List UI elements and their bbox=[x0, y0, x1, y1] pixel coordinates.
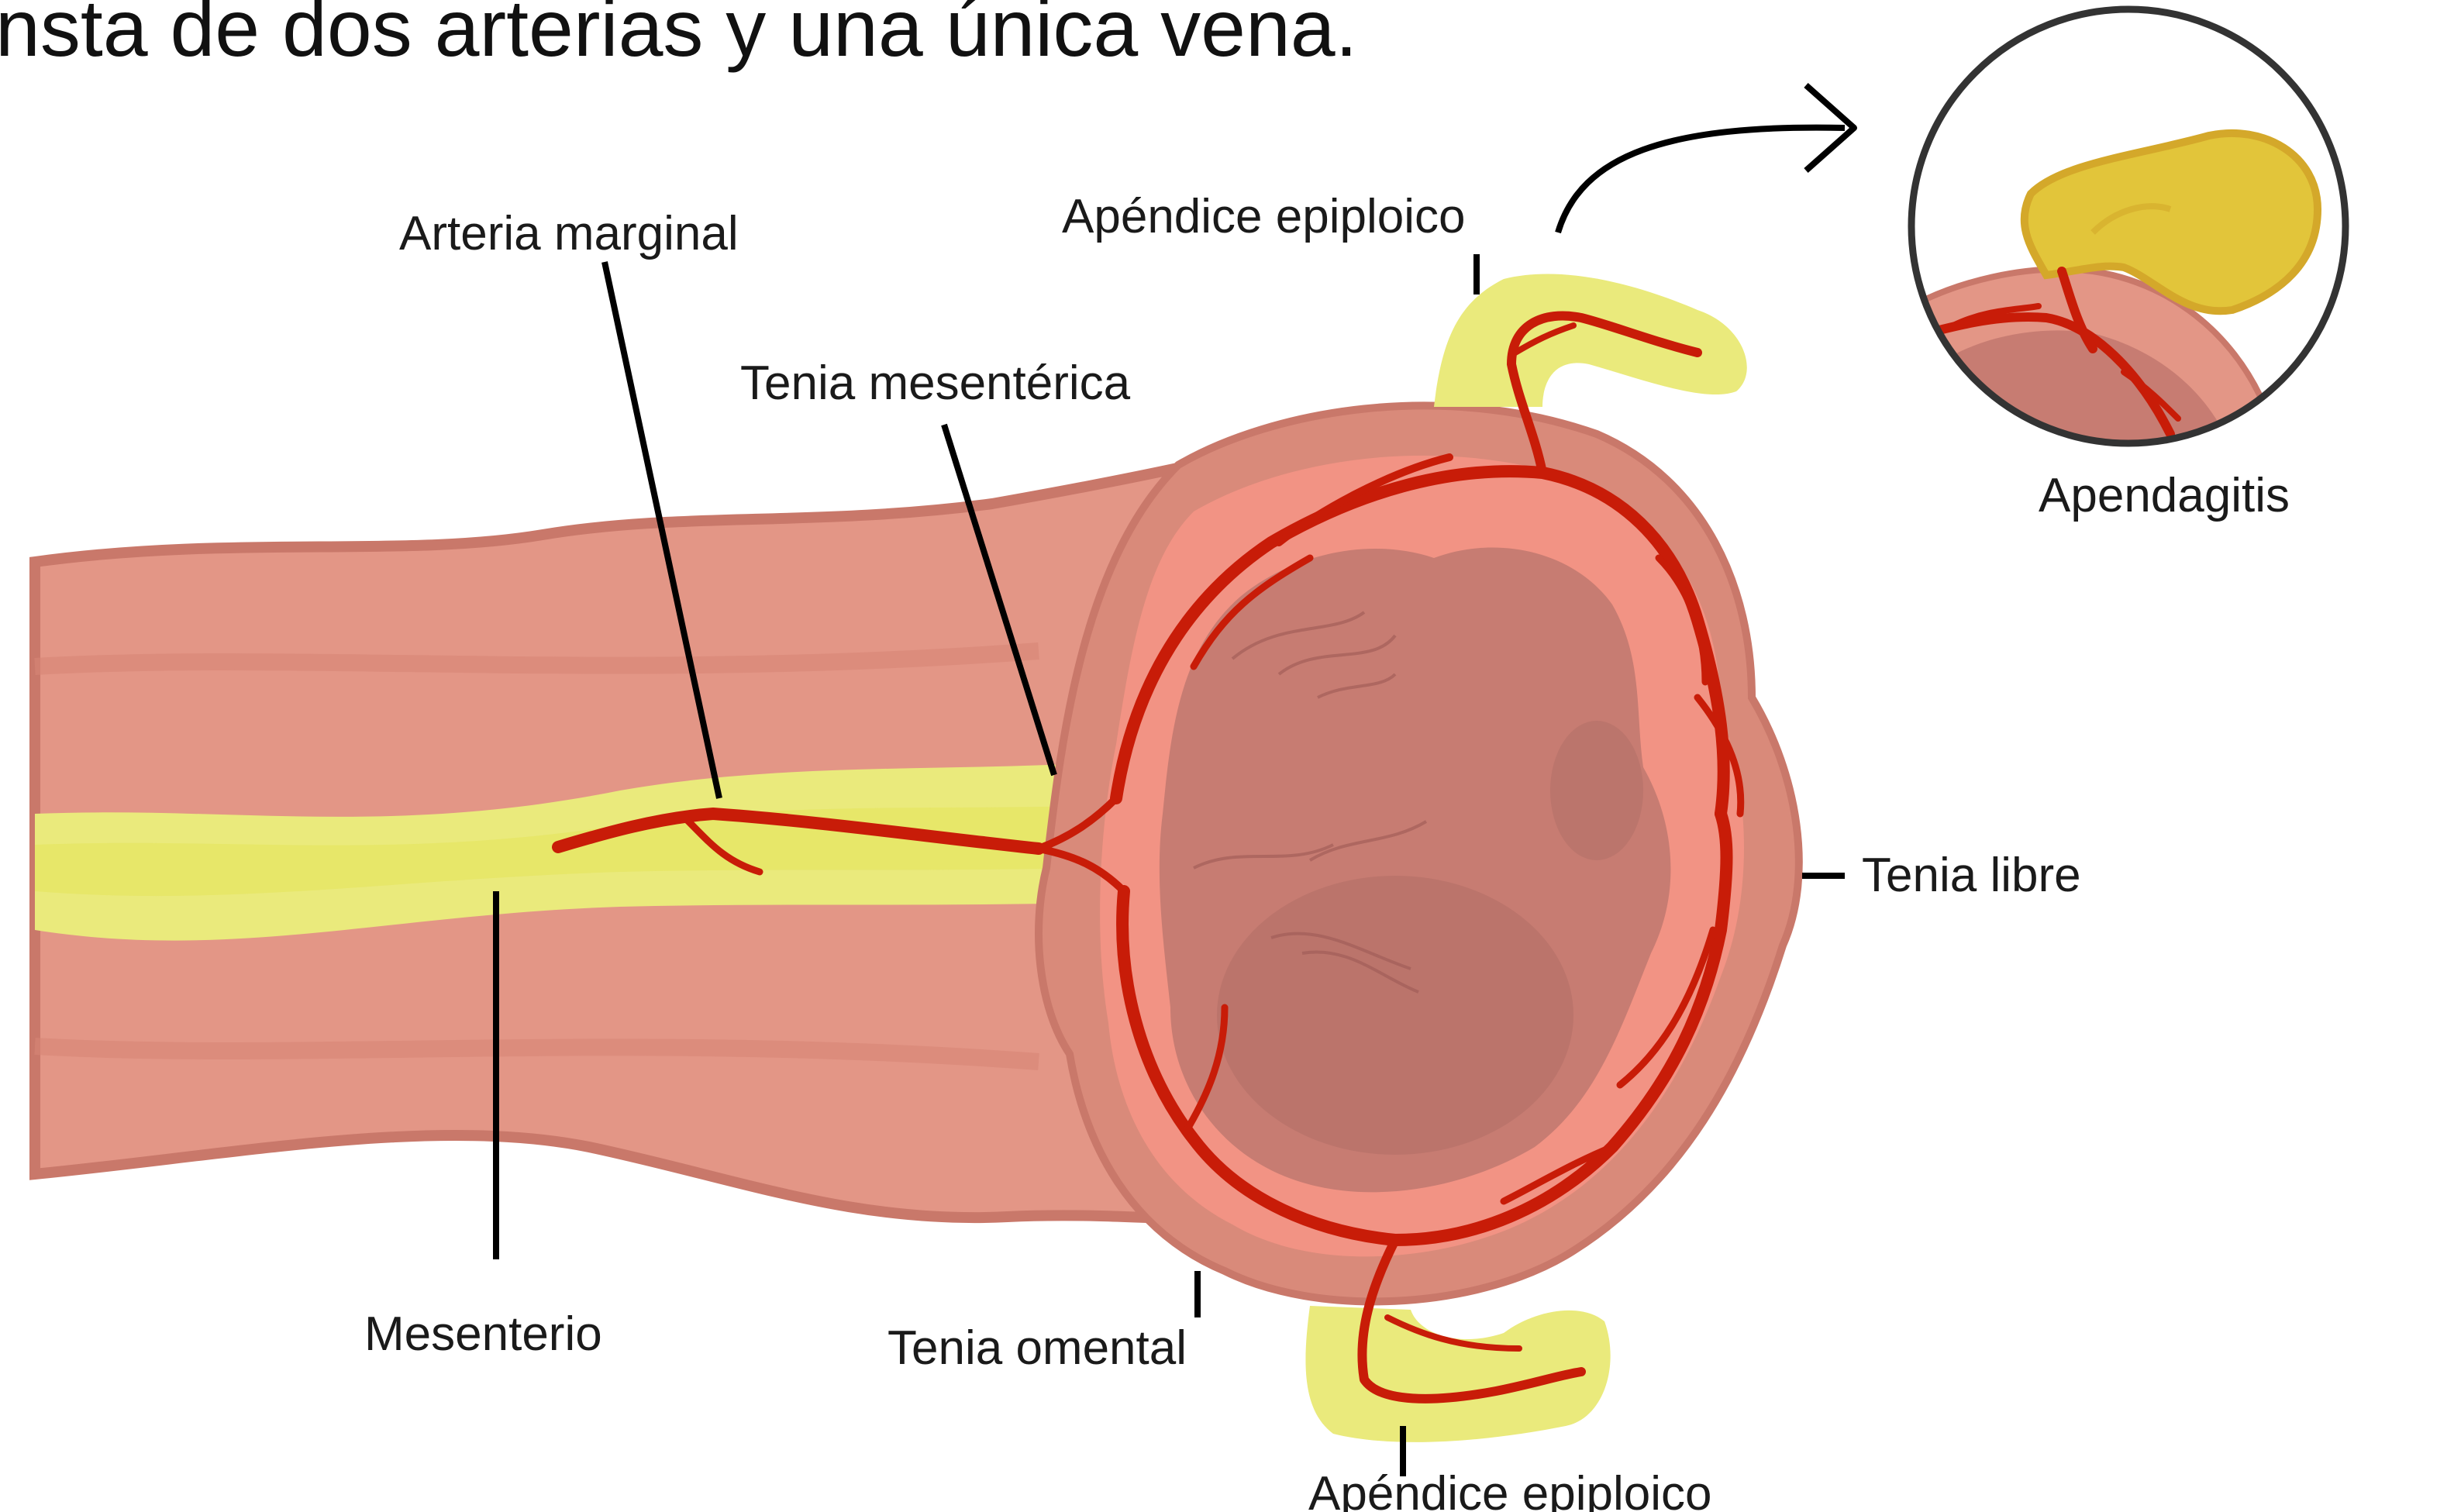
slide-heading: nsta de dos arterias y una única vena. bbox=[0, 0, 1358, 74]
colon-cross-section bbox=[1039, 405, 1799, 1301]
label-apendagitis: Apendagitis bbox=[2039, 469, 2290, 522]
apendagitis-inset bbox=[1891, 9, 2345, 496]
epiploic-appendix-top bbox=[1434, 274, 1747, 407]
label-tenia-mesenterica: Tenia mesentérica bbox=[740, 356, 1131, 410]
label-apendice-epiploico-bottom: Apéndice epiploico bbox=[1308, 1467, 1712, 1512]
label-apendice-epiploico-top: Apéndice epiploico bbox=[1062, 190, 1466, 243]
label-tenia-libre: Tenia libre bbox=[1862, 849, 2081, 902]
label-tenia-omental: Tenia omental bbox=[888, 1321, 1187, 1375]
label-arteria-marginal: Arteria marginal bbox=[399, 207, 739, 260]
zoom-arrow bbox=[1558, 85, 1854, 232]
label-mesenterio: Mesenterio bbox=[364, 1307, 602, 1361]
